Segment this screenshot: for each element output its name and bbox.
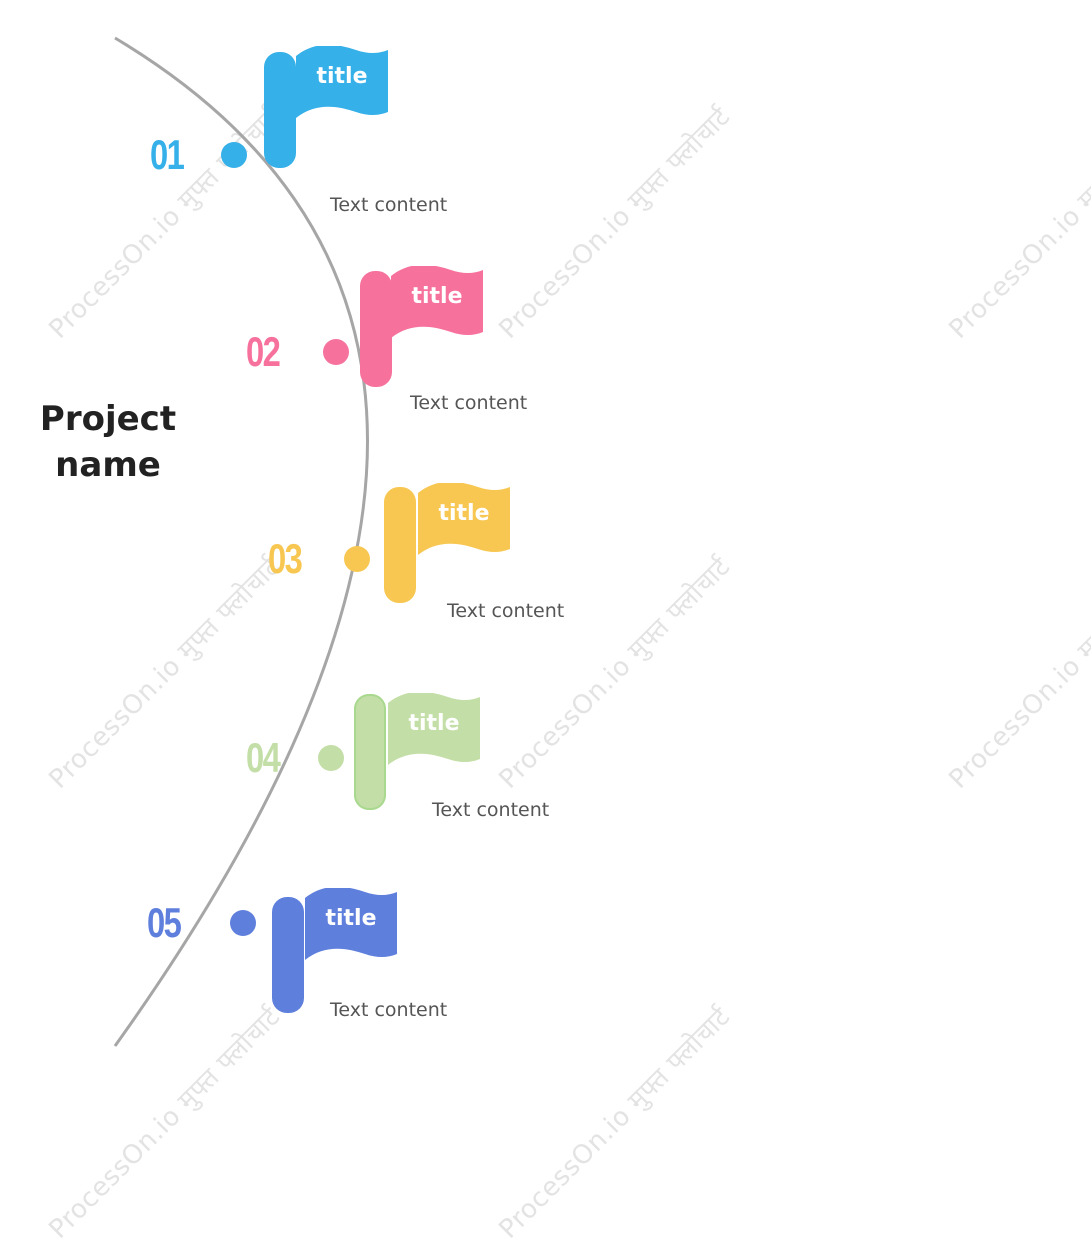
flag-icon: title (391, 266, 483, 340)
timeline-dot (323, 339, 349, 365)
step-text: Text content (447, 600, 565, 622)
flag-title: title (408, 711, 460, 736)
step-text: Text content (410, 392, 528, 414)
timeline-diagram: ProcessOn.io मुफ्त फ्लोचार्ट ProcessOn.i… (20, 36, 1091, 1245)
timeline-dot (221, 142, 247, 168)
flag-icon: title (418, 483, 510, 557)
step-number: 01 (150, 131, 185, 178)
flag-pole (360, 271, 392, 387)
flag-icon: title (388, 693, 480, 767)
project-title: Project name (20, 396, 196, 488)
step-text: Text content (330, 194, 448, 216)
timeline-dot (344, 546, 370, 572)
flag-pole (354, 694, 386, 810)
flag-pole (384, 487, 416, 603)
flag-icon: title (305, 888, 397, 962)
project-title-line-1: Project (39, 399, 177, 439)
flag-title: title (316, 64, 368, 89)
flag-pole (264, 52, 296, 168)
step-number: 02 (246, 328, 281, 375)
flag-title: title (411, 284, 463, 309)
flag-pole (272, 897, 304, 1013)
project-title-line-2: name (55, 445, 161, 485)
flag-icon: title (296, 46, 388, 120)
step-number: 05 (147, 899, 182, 946)
timeline-dot (230, 910, 256, 936)
timeline-arc (113, 36, 369, 1047)
flag-title: title (325, 906, 377, 931)
step-number: 04 (246, 734, 281, 781)
step-text: Text content (330, 999, 448, 1021)
flag-title: title (438, 501, 490, 526)
timeline-dot (318, 745, 344, 771)
step-number: 03 (268, 535, 303, 582)
step-text: Text content (432, 799, 550, 821)
